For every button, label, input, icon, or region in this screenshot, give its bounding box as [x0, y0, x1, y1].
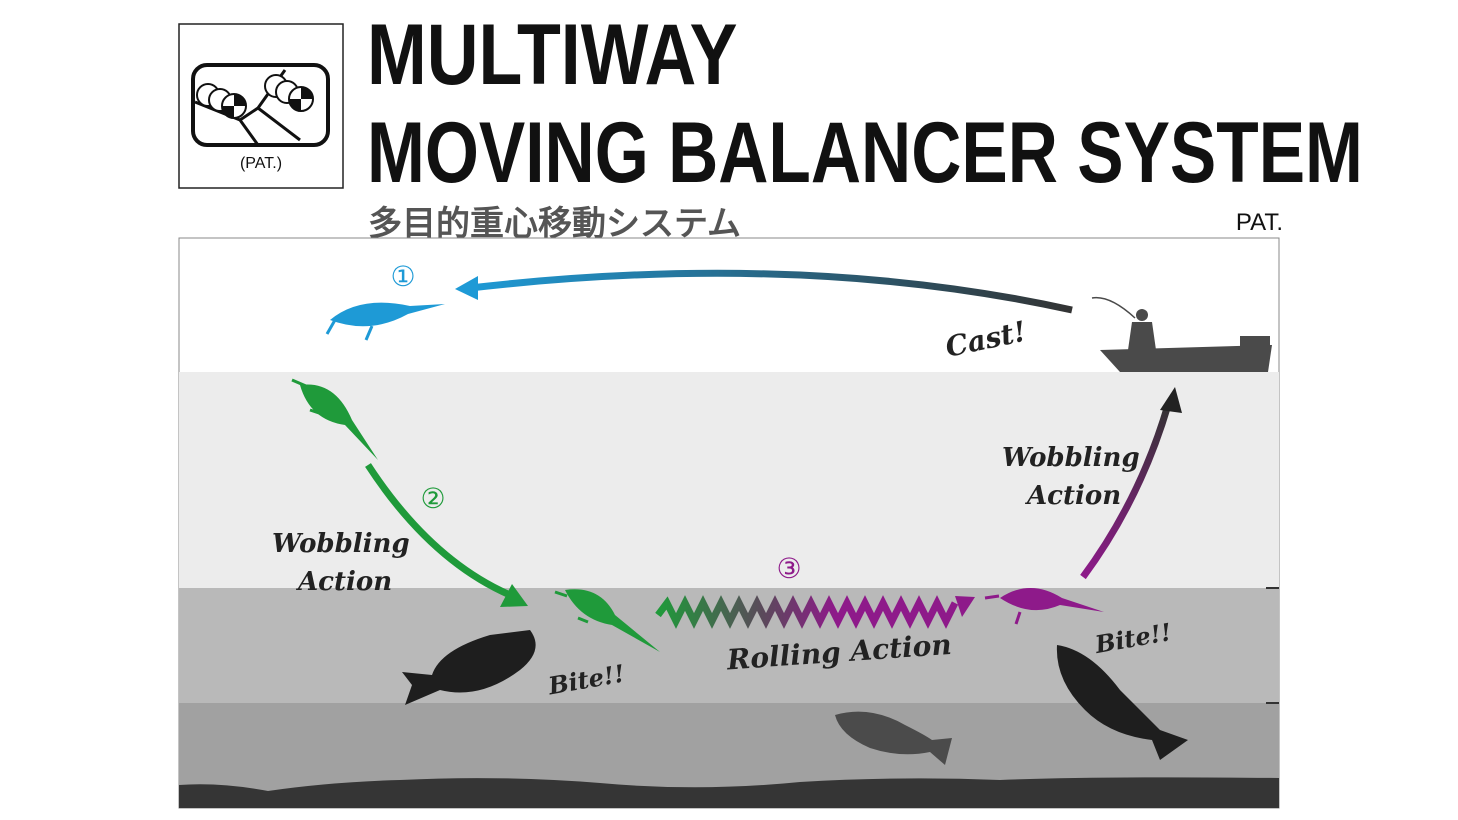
wobbling-left-line1: Wobbling — [272, 529, 410, 559]
bass-deep-icon — [835, 711, 952, 765]
step-3-label: ③ — [776, 553, 801, 584]
wobbling-left-line2: Action — [295, 567, 392, 597]
lure-purple-icon — [984, 588, 1104, 625]
balancer-icon — [196, 74, 314, 119]
subtitle-jp: 多目的重心移動システム — [368, 204, 741, 244]
wobbling-right-line1: Wobbling — [1002, 443, 1140, 473]
logo-pat-label: (PAT.) — [240, 155, 282, 172]
step-2-label: ② — [420, 483, 445, 514]
bass-right-icon — [1056, 645, 1188, 760]
wobbling-right-line2: Action — [1024, 481, 1121, 511]
step-1-label: ① — [390, 261, 415, 292]
pat-label: PAT. — [1236, 209, 1283, 236]
lure-blue-icon — [325, 302, 445, 341]
wobbling-ascent-arrow — [1080, 404, 1172, 580]
green-arrowhead-icon — [500, 584, 528, 607]
rolling-action-zigzag — [655, 595, 959, 629]
wobbling-descent-arrow — [365, 463, 512, 599]
purple-arrowhead-icon — [955, 596, 975, 617]
bass-left-icon — [402, 630, 536, 705]
title-line1: MULTIWAY — [367, 6, 738, 103]
logo-box: (PAT.) — [178, 23, 344, 189]
lure-green-diving-icon — [291, 378, 378, 460]
up-arrowhead-icon — [1160, 387, 1182, 413]
lake-bottom — [179, 777, 1279, 808]
title-line2: MOVING BALANCER SYSTEM — [367, 104, 1363, 201]
lure-green-icon — [554, 589, 660, 652]
cast-arrowhead-icon — [455, 276, 478, 300]
cast-arrow — [469, 269, 1073, 314]
boat-angler-icon — [1091, 296, 1272, 372]
